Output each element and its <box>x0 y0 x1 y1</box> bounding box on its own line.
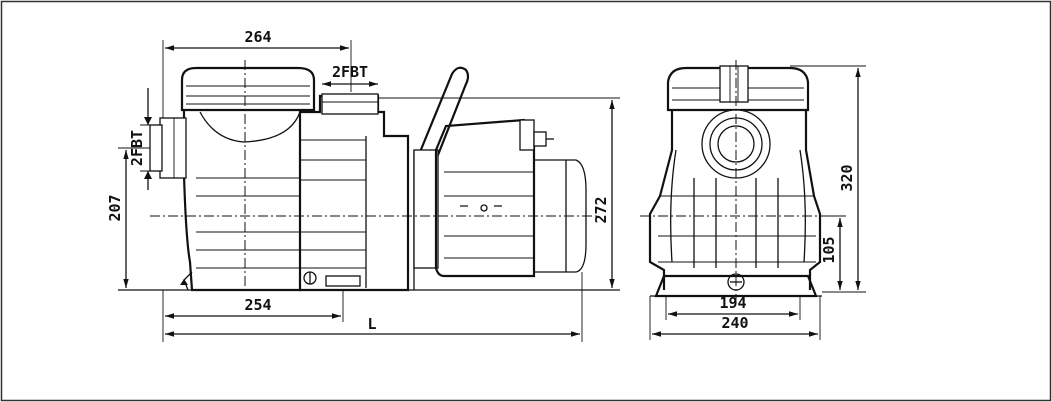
strainer-lid <box>180 60 316 292</box>
inlet-port <box>149 117 187 179</box>
dim-label-L: L <box>367 315 376 333</box>
dim-overall-length: L <box>165 272 583 342</box>
dim-outlet: 2FBT <box>322 63 378 87</box>
dim-label-105: 105 <box>820 236 838 263</box>
dim-label-outlet: 2FBT <box>332 63 368 81</box>
dim-side-height: 272 <box>378 97 620 288</box>
end-base <box>650 274 822 298</box>
dim-inlet-height: 207 <box>106 147 150 288</box>
side-view: 264 2FBT 2FBT 207 272 <box>106 28 620 342</box>
pump-body <box>300 93 415 292</box>
dim-label-194: 194 <box>719 294 746 312</box>
handle <box>418 66 470 161</box>
dim-label-240: 240 <box>721 314 748 332</box>
end-view: 320 105 194 240 <box>640 60 866 340</box>
dim-base-length: 254 <box>162 290 344 342</box>
dim-label-207: 207 <box>106 194 124 221</box>
dim-overall-width: 264 <box>162 28 352 118</box>
dim-foot-height: 105 <box>820 215 846 290</box>
dim-label-264: 264 <box>244 28 271 46</box>
end-body <box>640 60 836 300</box>
dim-label-254: 254 <box>244 296 271 314</box>
dim-end-height: 320 <box>790 65 866 293</box>
dim-base-width: 240 <box>649 296 821 340</box>
motor <box>413 118 587 278</box>
end-lid <box>666 65 810 112</box>
strainer-housing <box>180 110 302 292</box>
dim-label-320: 320 <box>838 164 856 191</box>
dim-foot-spacing: 194 <box>665 294 801 320</box>
dim-label-272: 272 <box>592 196 610 223</box>
